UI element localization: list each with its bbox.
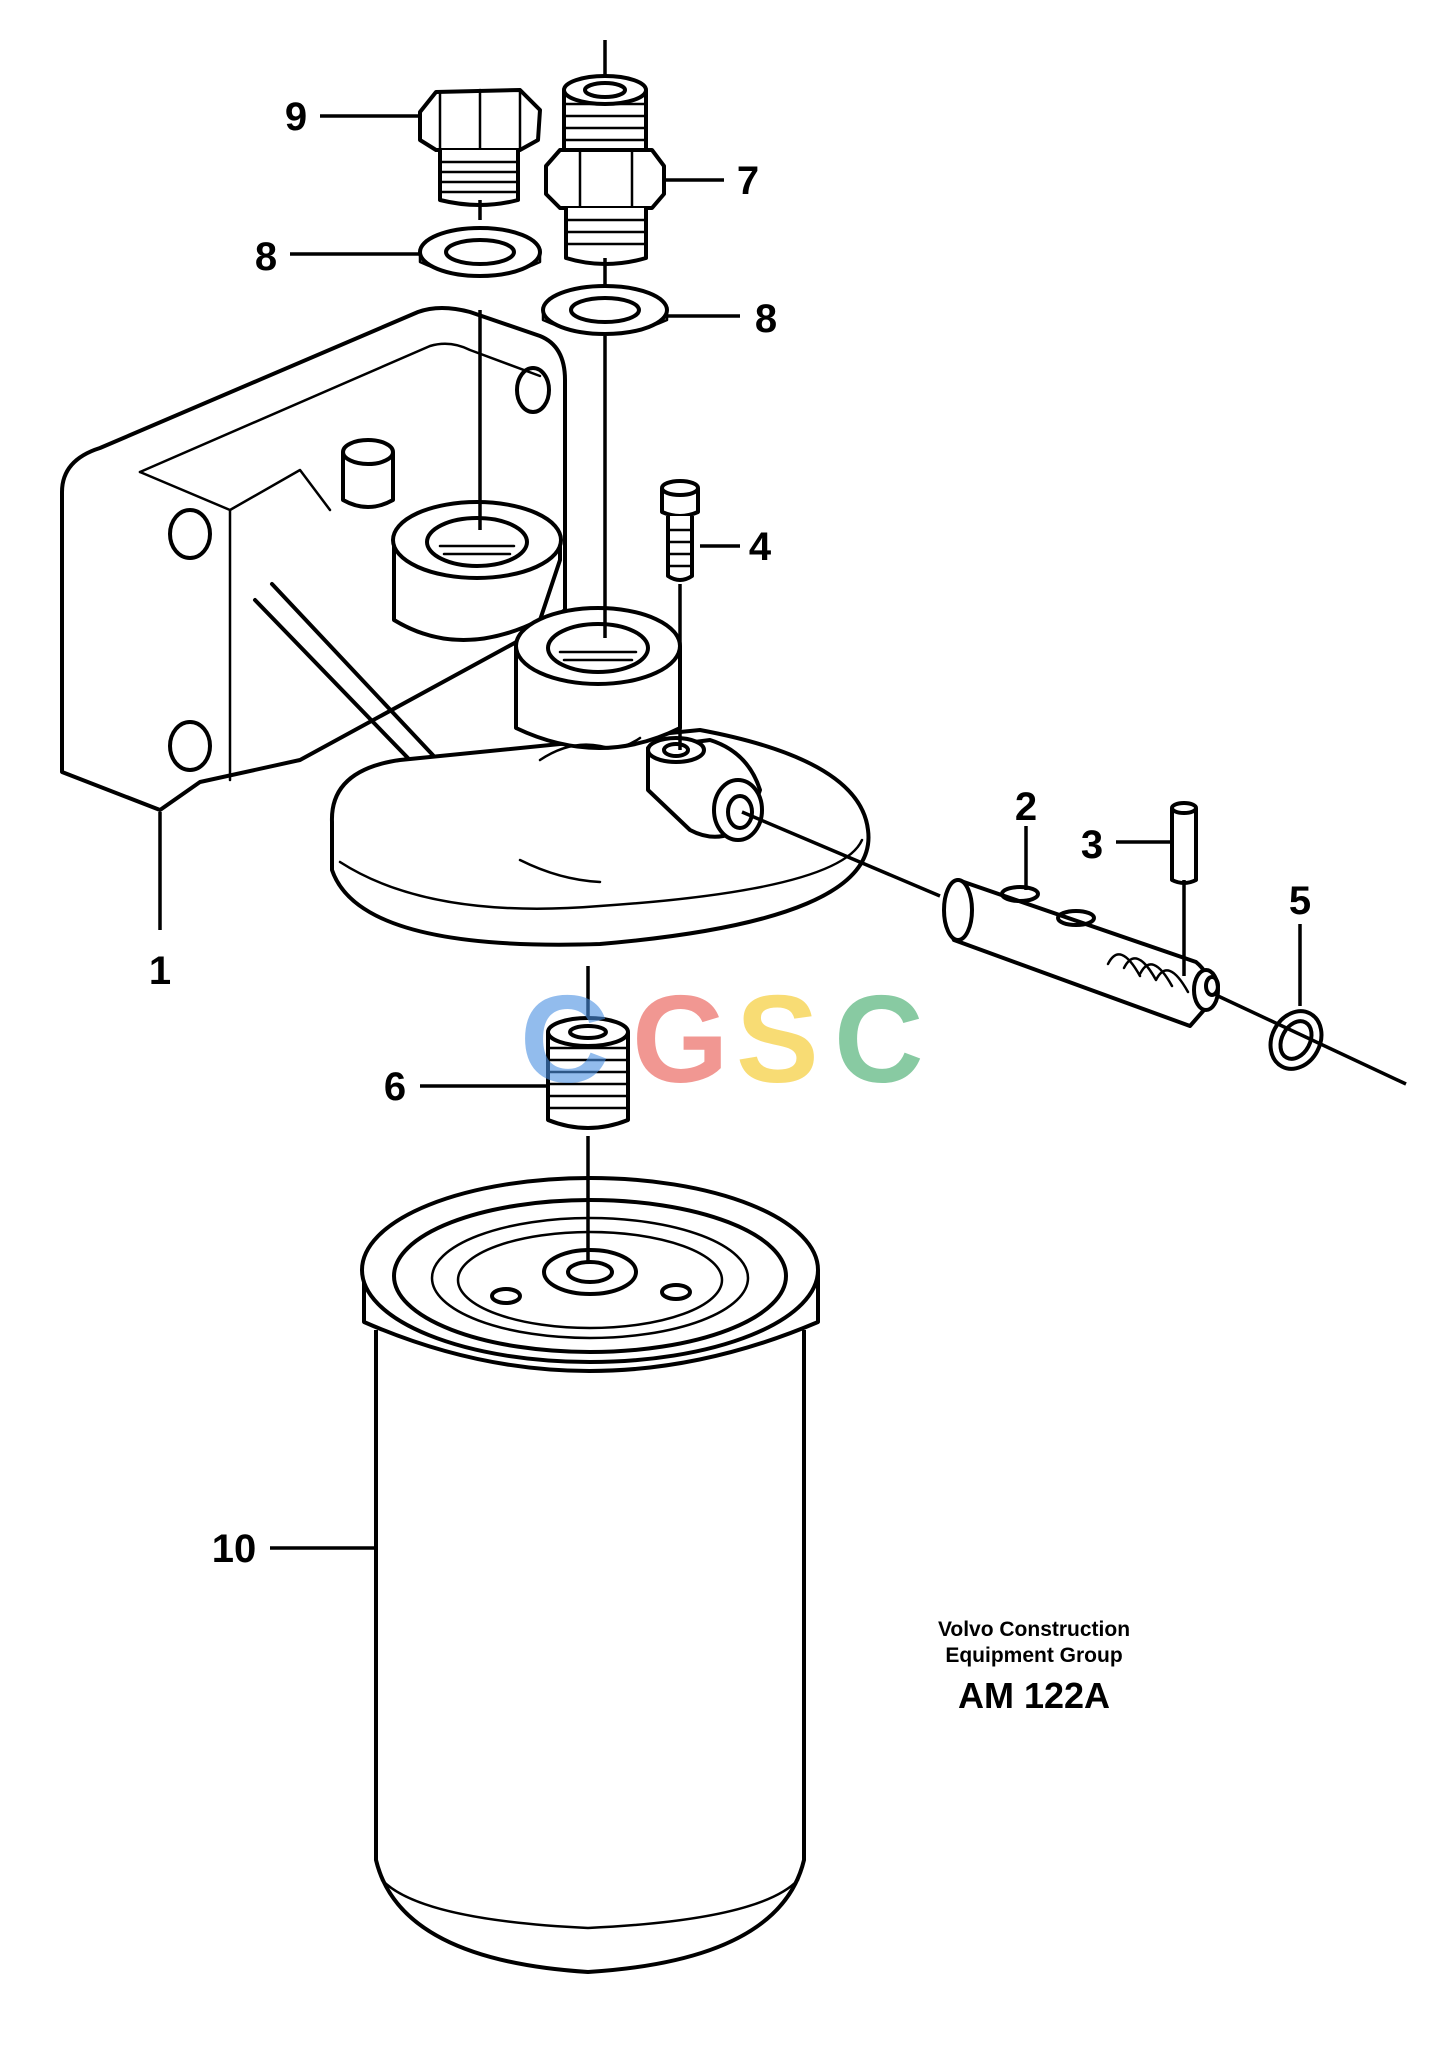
- washer-part-8-left: [418, 226, 542, 278]
- callout-2: 2: [1015, 785, 1037, 829]
- callout-9: 9: [285, 95, 307, 139]
- callout-3: 3: [1081, 823, 1103, 867]
- credit-line-2: Equipment Group: [945, 1644, 1122, 1667]
- callout-10: 10: [212, 1527, 257, 1571]
- callout-labels: 1 2 3 4 5 6 7 8 8 9 10: [149, 95, 1311, 1571]
- pin-part-2: [942, 878, 1220, 1028]
- watermark-letter-c1: C: [520, 971, 610, 1109]
- roll-pin-part-3: [1170, 801, 1198, 885]
- union-part-7: [544, 74, 666, 266]
- filter-cartridge-part-10: [360, 1176, 820, 1974]
- screw-part-4: [660, 479, 700, 582]
- callout-5: 5: [1289, 879, 1311, 923]
- callout-1: 1: [149, 949, 171, 993]
- callout-4: 4: [749, 525, 772, 569]
- credit-line-1: Volvo Construction: [938, 1618, 1130, 1641]
- callout-8-right: 8: [755, 297, 777, 341]
- drawing-code: AM 122A: [958, 1675, 1110, 1716]
- callout-7: 7: [737, 159, 759, 203]
- callout-6: 6: [384, 1065, 406, 1109]
- watermark-letter-g: G: [632, 971, 728, 1109]
- o-ring-part-5: [1268, 1009, 1324, 1071]
- plug-part-9: [418, 88, 542, 207]
- assembly-axis-lines: [478, 40, 1407, 1262]
- credit-block: Volvo Construction Equipment Group AM 12…: [938, 1618, 1130, 1716]
- callout-8-left: 8: [255, 235, 277, 279]
- watermark-letter-c2: C: [834, 971, 924, 1109]
- leader-lines: [158, 114, 1302, 1550]
- washer-part-8-right: [541, 284, 669, 336]
- filter-head-part-1: [60, 306, 871, 947]
- watermark-letter-s: S: [736, 971, 819, 1109]
- cgsc-watermark-logo: C G S C: [520, 971, 924, 1109]
